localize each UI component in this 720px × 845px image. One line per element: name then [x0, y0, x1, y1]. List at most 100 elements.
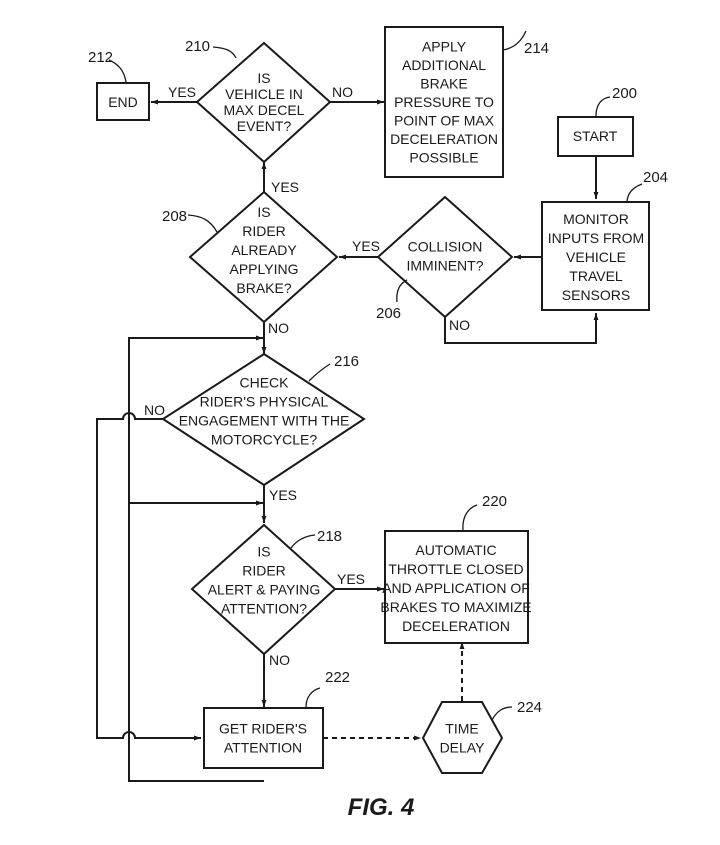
- node-text-line: ALERT & PAYING: [208, 582, 321, 598]
- node-text-line: AND APPLICATION OF: [382, 580, 530, 596]
- ref-220: 220: [482, 493, 507, 510]
- node-text-line: ATTENTION: [224, 740, 302, 756]
- node-text-line: SENSORS: [562, 287, 630, 303]
- time-delay-hexagon: [421, 701, 504, 774]
- ref-224: 224: [517, 699, 542, 716]
- get-attention-text: GET RIDER'S ATTENTION: [219, 721, 307, 756]
- node-text-line: IMMINENT?: [407, 258, 484, 274]
- label-maxdecel-yes: YES: [168, 84, 196, 100]
- leader-214: [502, 30, 527, 51]
- monitor-box: [541, 201, 650, 311]
- node-text-line: BRAKE?: [236, 280, 291, 296]
- node-text-line: MONITOR: [563, 211, 629, 227]
- node-text-line: ATTENTION?: [221, 601, 307, 617]
- node-text-line: POINT OF MAX: [394, 113, 495, 129]
- ref-200: 200: [612, 85, 637, 102]
- label-braking-yes: YES: [271, 179, 299, 195]
- node-text-line: POSSIBLE: [409, 150, 478, 166]
- ref-222: 222: [325, 669, 350, 686]
- edge-collision-no: [444, 313, 599, 344]
- node-text-line: COLLISION: [408, 239, 483, 255]
- node-text-line: IS: [257, 70, 270, 86]
- node-text-line: IS: [257, 544, 270, 560]
- label-collision-no: NO: [449, 317, 470, 333]
- leader-224: [491, 706, 513, 721]
- leader-200: [595, 96, 611, 117]
- node-text-line: MAX DECEL: [224, 102, 305, 118]
- label-alert-yes: YES: [337, 571, 365, 587]
- node-text-line: APPLYING: [230, 261, 299, 277]
- label-maxdecel-no: NO: [332, 84, 353, 100]
- node-text-line: ALREADY: [231, 242, 297, 258]
- already-braking-text: IS RIDER ALREADY APPLYING BRAKE?: [230, 204, 299, 296]
- node-text-line: AUTOMATIC: [415, 542, 496, 558]
- auto-throttle-text: AUTOMATIC THROTTLE CLOSED AND APPLICATION …: [380, 542, 531, 634]
- leader-206: [396, 279, 408, 303]
- node-text-line: END: [108, 94, 138, 110]
- apply-brake-text: APPLY ADDITIONAL BRAKE PRESSURE TO POINT OF …: [390, 39, 498, 166]
- leader-218: [290, 534, 316, 549]
- node-text-line: TRAVEL: [569, 268, 623, 284]
- node-text-line: BRAKE: [420, 76, 467, 92]
- end-text: END: [108, 94, 138, 110]
- node-text-line: RIDER'S PHYSICAL: [200, 394, 329, 410]
- ref-204: 204: [643, 169, 668, 186]
- edge-attention-loop-to-engagement: [128, 335, 264, 782]
- leader-216: [308, 363, 331, 382]
- node-text-line: CHECK: [239, 375, 289, 391]
- ref-212: 212: [88, 49, 113, 66]
- node-text-line: START: [573, 128, 618, 144]
- collision-decision: [376, 195, 514, 319]
- node-text-line: PRESSURE TO: [394, 94, 494, 110]
- node-text-line: DECELERATION: [402, 618, 510, 634]
- node-text-line: APPLY: [422, 39, 467, 55]
- node-text-line: BRAKES TO MAXIMIZE: [380, 599, 531, 615]
- ref-210: 210: [185, 38, 210, 55]
- get-attention-box: [203, 707, 324, 769]
- leader-208: [187, 214, 218, 233]
- ref-208: 208: [162, 208, 187, 225]
- max-decel-decision: [195, 41, 332, 164]
- time-delay-text: TIME DELAY: [440, 721, 486, 756]
- node-text-line: DECELERATION: [390, 131, 498, 147]
- node-text-line: VEHICLE: [566, 249, 626, 265]
- node-text-line: THROTTLE CLOSED: [388, 561, 523, 577]
- leader-204: [626, 183, 643, 202]
- figure-label: FIG. 4: [348, 794, 415, 821]
- collision-text: COLLISION IMMINENT?: [407, 239, 484, 274]
- node-text-line: RIDER: [242, 223, 286, 239]
- label-alert-no: NO: [269, 652, 290, 668]
- ref-206: 206: [376, 305, 401, 322]
- apply-brake-box: [384, 26, 504, 178]
- start-box: [557, 116, 634, 157]
- label-braking-no: NO: [268, 320, 289, 336]
- start-text: START: [573, 128, 618, 144]
- node-text-line: MOTORCYCLE?: [211, 432, 318, 448]
- ref-218: 218: [317, 528, 342, 545]
- leader-210: [212, 46, 237, 59]
- node-text-line: DELAY: [440, 740, 486, 756]
- end-box: [96, 82, 150, 121]
- ref-214: 214: [524, 40, 549, 57]
- monitor-text: MONITOR INPUTS FROM VEHICLE TRAVEL SENSORS: [548, 211, 644, 303]
- alert-decision: [190, 523, 337, 656]
- node-text-line: EVENT?: [237, 118, 292, 134]
- node-text-line: GET RIDER'S: [219, 721, 307, 737]
- label-engagement-no: NO: [144, 402, 165, 418]
- node-text-line: RIDER: [242, 563, 286, 579]
- node-text-line: TIME: [445, 721, 478, 737]
- node-text-line: VEHICLE IN: [225, 86, 303, 102]
- leader-212: [108, 59, 127, 83]
- node-text-line: INPUTS FROM: [548, 230, 644, 246]
- node-text-line: ADDITIONAL: [402, 57, 486, 73]
- engagement-decision: [161, 352, 366, 487]
- engagement-text: CHECK RIDER'S PHYSICAL ENGAGEMENT WITH THE…: [179, 375, 350, 448]
- label-engagement-yes: YES: [269, 487, 297, 503]
- auto-throttle-box: [384, 530, 529, 644]
- already-braking-decision: [188, 190, 339, 324]
- alert-text: IS RIDER ALERT & PAYING ATTENTION?: [208, 544, 321, 617]
- node-text-line: IS: [257, 204, 270, 220]
- node-text-line: ENGAGEMENT WITH THE: [179, 413, 350, 429]
